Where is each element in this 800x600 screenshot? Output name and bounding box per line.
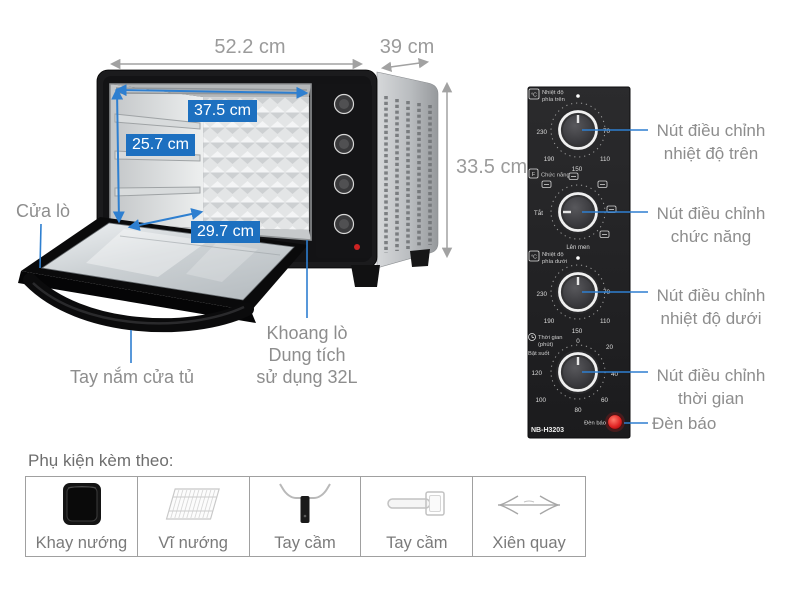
svg-text:Lên men: Lên men	[566, 245, 589, 251]
mini-control-strip	[316, 84, 372, 258]
callout-lines	[39, 223, 308, 363]
svg-text:150: 150	[572, 166, 583, 173]
tray-handle-icon	[382, 479, 452, 531]
knob-bottom-temp: °C Nhiệt độ phía dưới 230 70 190 110 150	[528, 250, 611, 335]
callout-timer: Nút điều chỉnh thời gian	[656, 366, 766, 408]
knob-title: Nhiệt độ	[542, 90, 564, 96]
dim-arrow-inner-height	[111, 87, 125, 224]
callout-top-temp: Nút điều chỉnh nhiệt độ trên	[656, 121, 766, 163]
indicator-led-label: Đèn báo	[584, 421, 606, 427]
svg-text:230: 230	[536, 291, 547, 298]
svg-text:190: 190	[544, 318, 555, 325]
door-front-lip	[18, 271, 256, 323]
svg-text:190: 190	[544, 156, 555, 163]
vent-grille-icon	[384, 96, 432, 253]
accessory-rotisserie-skewer: Xiên quay	[473, 477, 585, 556]
dim-arrow-inner-depth	[127, 208, 204, 231]
power-indicator-mini	[354, 244, 360, 250]
inner-height-badge: 25.7 cm	[126, 134, 195, 156]
svg-text:20: 20	[606, 344, 614, 351]
rack-handle-icon	[270, 479, 340, 531]
svg-text:70: 70	[603, 128, 611, 135]
dim-depth-label: 39 cm	[379, 36, 435, 58]
svg-text:80: 80	[574, 407, 582, 414]
panel-callout-lines	[582, 129, 648, 424]
control-panel: °C Nhiệt độ phía trên 230 70 190 110 150…	[527, 86, 631, 439]
dim-arrow-inner-width	[114, 84, 309, 99]
svg-text:150: 150	[572, 328, 583, 335]
svg-text:230: 230	[536, 129, 547, 136]
clock-icon	[528, 333, 536, 341]
dim-height-label: 33.5 cm	[456, 156, 528, 178]
accessory-tray-handle: Tay cầm	[361, 477, 474, 556]
knob-title: Nhiệt độ	[542, 252, 564, 258]
indicator-led: Đèn báo	[584, 412, 625, 432]
unit-badge: °C	[531, 255, 537, 261]
inner-dimension-arrows	[111, 84, 309, 231]
knob-timer: Thời gian (phút) Bật suốt 0 20 40 60 80 …	[528, 333, 619, 414]
oven-foot-back	[410, 249, 430, 267]
grill-rack-icon	[158, 479, 228, 531]
cavity-label: Khoang lò Dung tích sử dụng 32L	[256, 323, 358, 387]
svg-text:phía dưới: phía dưới	[542, 259, 567, 265]
svg-text:0: 0	[576, 338, 580, 345]
rotisserie-skewer-icon	[494, 479, 564, 531]
door-label: Cửa lò	[15, 201, 71, 221]
accessories-table: Khay nướng Vĩ nướng	[25, 476, 586, 557]
svg-text:(phút): (phút)	[538, 342, 553, 348]
accessories-heading: Phụ kiện kèm theo:	[28, 451, 174, 470]
handle-label: Tay nắm cửa tủ	[69, 367, 195, 387]
knob-function: F Chức năng Tắt Lên men	[528, 168, 617, 251]
cavity-frame	[109, 83, 312, 241]
svg-text:Tắt: Tắt	[534, 208, 543, 217]
accessory-grill-rack: Vĩ nướng	[138, 477, 250, 556]
dimension-arrows	[109, 57, 453, 259]
callout-function: Nút điều chỉnh chức năng	[656, 204, 766, 246]
inner-depth-badge: 29.7 cm	[191, 221, 260, 243]
model-number: NB-H3203	[531, 427, 564, 434]
svg-text:120: 120	[531, 370, 542, 377]
callout-indicator: Đèn báo	[652, 414, 717, 433]
knob-title: Chức năng	[541, 173, 570, 179]
accessory-baking-tray: Khay nướng	[26, 477, 138, 556]
svg-text:40: 40	[611, 371, 619, 378]
svg-text:Bật suốt: Bật suốt	[528, 351, 550, 357]
baking-tray-icon	[46, 479, 116, 531]
inner-width-badge: 37.5 cm	[188, 100, 257, 122]
accessory-rack-handle: Tay cầm	[250, 477, 362, 556]
svg-text:110: 110	[600, 318, 611, 325]
callout-bottom-temp: Nút điều chỉnh nhiệt độ dưới	[656, 286, 766, 328]
dim-width-label: 52.2 cm	[214, 36, 286, 58]
oven-side-panel	[376, 71, 439, 269]
unit-badge: °C	[531, 93, 537, 99]
mini-knobs	[333, 93, 355, 235]
svg-text:110: 110	[600, 156, 611, 163]
knob-title: Thời gian	[538, 335, 562, 341]
oven-foot-front	[351, 265, 380, 287]
svg-text:phía trên: phía trên	[542, 97, 565, 103]
door-callout-line	[39, 223, 42, 269]
svg-text:100: 100	[535, 397, 546, 404]
svg-text:60: 60	[601, 397, 609, 404]
unit-badge: F	[532, 172, 535, 178]
dim-arrow-depth	[380, 57, 430, 73]
knob-top-temp: °C Nhiệt độ phía trên 230 70 190 110 150	[528, 88, 611, 173]
function-mode-icons	[541, 172, 617, 238]
